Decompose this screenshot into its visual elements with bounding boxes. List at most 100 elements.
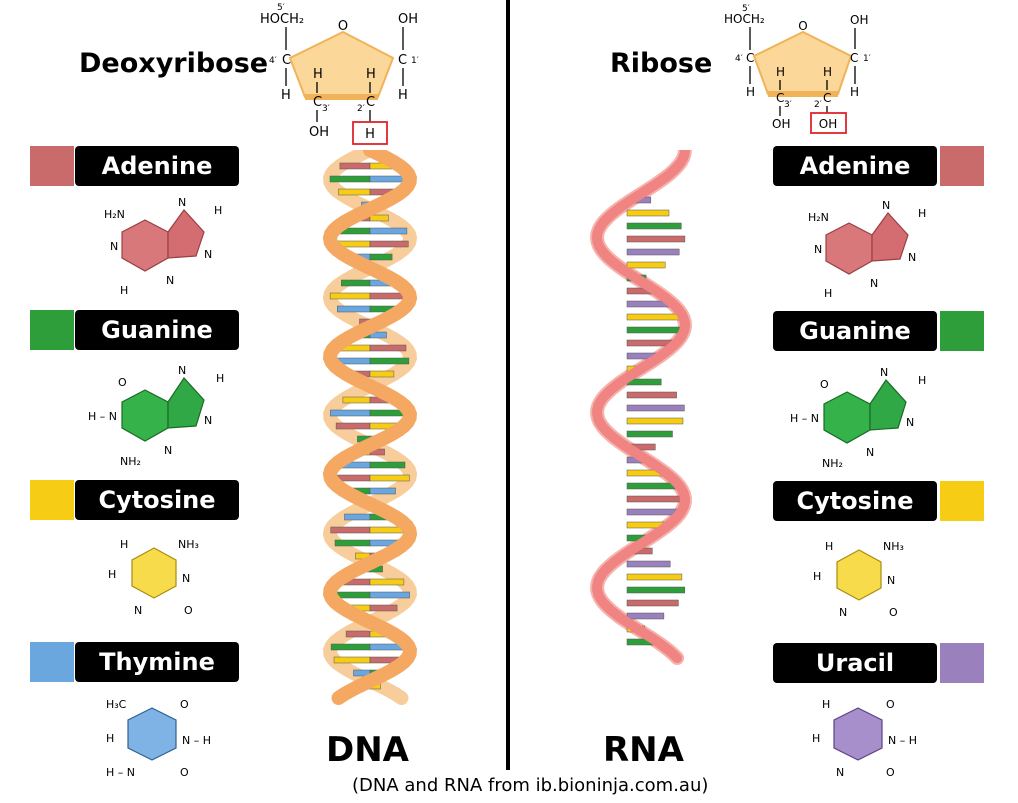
atom-n: N (110, 240, 118, 253)
base-pair-rung (342, 396, 371, 404)
hoch2-label: HOCH₂ (260, 12, 304, 27)
adenine-structure-left: H₂N N H N N N H (104, 196, 222, 297)
ribose-title: Ribose (610, 48, 713, 79)
base-rung (626, 573, 683, 581)
atom-h: H (813, 570, 821, 583)
c2-substituent: OH (819, 117, 837, 131)
base-rung (626, 313, 684, 321)
cytosine-label-left: Cytosine (75, 480, 239, 520)
base-pair-rung (369, 357, 410, 365)
base-pair-rung (329, 292, 371, 300)
base-pair-rung (369, 370, 395, 378)
base-pair-rung (369, 227, 408, 235)
source-credit: (DNA and RNA from ib.bioninja.com.au) (352, 775, 709, 796)
deoxyribose-title: Deoxyribose (79, 48, 269, 79)
atom-n: N (866, 446, 874, 459)
atom-n-h: N – H (182, 734, 211, 747)
atom-o: O (184, 604, 193, 617)
atom-h2n: H₂N (808, 211, 829, 224)
c3-oh: OH (309, 125, 329, 140)
atom-h2n: H₂N (104, 208, 125, 221)
base-pair-rung (339, 162, 371, 170)
atom-h: H (120, 538, 128, 551)
guanine-label-right: Guanine (773, 311, 937, 351)
base-pair-rung (369, 578, 405, 586)
c3: C (776, 91, 784, 105)
base-pair-rung (330, 643, 371, 651)
cytosine-structure-right: H NH₃ H N N O (813, 540, 904, 619)
atom-h3c: H₃C (106, 698, 127, 711)
ring-oxygen: O (338, 19, 348, 34)
base-rung (626, 495, 686, 503)
c2-highlight-box (352, 121, 388, 145)
atom-n: N (166, 274, 174, 287)
atom-o: O (180, 698, 189, 711)
backbone-back (322, 150, 418, 705)
base-rung (626, 209, 670, 217)
atom-h: H (120, 284, 128, 297)
adenine-swatch-right (940, 146, 984, 186)
base-pair-rung (333, 656, 371, 664)
base-pair-rung (369, 604, 398, 612)
base-pair-rung (369, 344, 407, 352)
c2-substituent: H (365, 127, 375, 142)
uracil-structure-right: H O H N – H N O (812, 698, 917, 779)
base-rung (626, 261, 666, 269)
atom-n: N (178, 364, 186, 377)
atom-o: O (889, 606, 898, 619)
atom-o: O (820, 378, 829, 391)
atom-h: H (106, 732, 114, 745)
atom-o: O (118, 376, 127, 389)
c3-prime: 3′ (322, 104, 330, 114)
atom-n: N (906, 416, 914, 429)
thymine-swatch-left (30, 642, 74, 682)
c4-prime: 4′ (269, 56, 277, 66)
base-pair-rung (344, 513, 371, 521)
uracil-swatch-right (940, 643, 984, 683)
base-rung (626, 430, 673, 438)
c2-h: H (366, 67, 376, 82)
base-pair-rung (369, 240, 409, 248)
center-divider (506, 0, 510, 770)
base-pair-rung (334, 539, 371, 547)
base-pair-rung (330, 409, 371, 417)
guanine-structure-right: O N H H – N N N NH₂ (790, 366, 926, 470)
thymine-label-left: Thymine (75, 642, 239, 682)
c2: C (823, 91, 831, 105)
guanine-structure-left: O N H H – N N N NH₂ (88, 364, 224, 468)
base-rung (626, 612, 665, 620)
c3-prime: 3′ (784, 100, 792, 110)
c2: C (366, 95, 375, 110)
atom-h-n: H – N (106, 766, 135, 779)
adenine-label-left: Adenine (75, 146, 239, 186)
base-rung (626, 586, 686, 594)
c3-oh: OH (772, 117, 790, 131)
atom-n-h: N – H (888, 734, 917, 747)
c1-prime: 1′ (411, 56, 419, 66)
base-pair-rung (369, 461, 406, 469)
atom-h: H (214, 204, 222, 217)
ribose-structure: O HOCH₂ 5′ C 4′ H OH C 1′ H H C 3′ OH H … (724, 4, 871, 134)
base-pair-rung (345, 630, 371, 638)
guanine-label-left: Guanine (75, 310, 239, 350)
cytosine-swatch-right (940, 481, 984, 521)
cytosine-swatch-left (30, 480, 74, 520)
c4: C (746, 51, 754, 65)
base-pair-rung (369, 253, 393, 261)
base-rung (626, 326, 685, 334)
base-pair-rung (369, 214, 389, 222)
c5-prime: 5′ (742, 4, 750, 14)
dna-double-helix (322, 150, 418, 705)
base-rung (626, 235, 686, 243)
atom-n: N (182, 572, 190, 585)
atom-h-n: H – N (88, 410, 117, 423)
atom-n: N (908, 251, 916, 264)
c5-prime: 5′ (277, 3, 285, 13)
atom-n: N (164, 444, 172, 457)
atom-o: O (180, 766, 189, 779)
base-pair-rung (335, 422, 371, 430)
atom-h-n: H – N (790, 412, 819, 425)
c1-h: H (850, 85, 859, 99)
base-pair-rung (337, 305, 371, 313)
rna-title: RNA (603, 730, 684, 770)
